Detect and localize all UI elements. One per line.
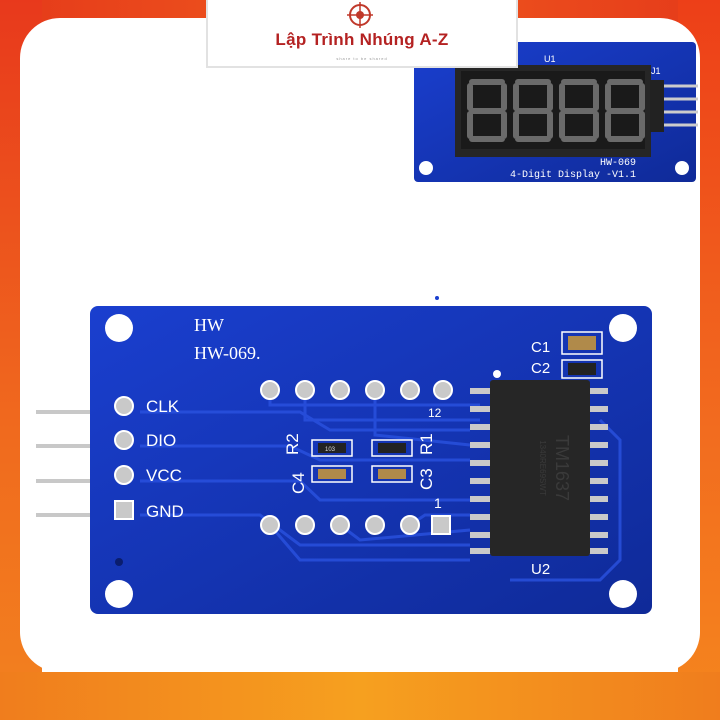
- label-r1: R1: [417, 433, 436, 455]
- brand-logo-box: Lập Trình Nhúng A-Z share to be shared: [206, 0, 518, 68]
- side-pins: [36, 410, 96, 517]
- mounting-hole: [609, 580, 637, 608]
- resistor-code: 103: [325, 447, 336, 453]
- mounting-hole: [419, 161, 433, 175]
- label-hw-069: HW-069.: [194, 343, 261, 363]
- label-c4: C4: [289, 472, 308, 494]
- smd-components: 103: [311, 331, 603, 483]
- via: [115, 558, 123, 566]
- label-c2: C2: [531, 360, 550, 377]
- pin-label-gnd: GND: [146, 502, 184, 521]
- label-12: 12: [428, 406, 442, 420]
- seven-segment-digits: [467, 79, 645, 142]
- chip-marking: TM1637: [552, 435, 572, 501]
- label-hw: HW: [194, 315, 224, 335]
- large-board: CLK DIO VCC GND HW HW-069. 12 1: [36, 306, 652, 614]
- dust-speck: [435, 296, 439, 300]
- display-pads-top: [260, 380, 453, 400]
- digit-3: [559, 79, 599, 142]
- tm1637-chip: TM1637 1340RE69SWT: [470, 370, 608, 556]
- digit-1: [467, 79, 507, 142]
- mounting-hole: [675, 161, 689, 175]
- label-u2: U2: [531, 561, 550, 578]
- brand-title: Lập Trình Nhúng A-Z: [275, 30, 449, 49]
- label-model: HW-069: [600, 158, 636, 169]
- label-1: 1: [434, 495, 442, 511]
- frame-bottom: [0, 672, 720, 720]
- pcb-traces: [140, 390, 622, 582]
- header-pads: [114, 396, 134, 520]
- header-pins: [650, 80, 698, 132]
- brand-tagline: share to be shared: [336, 56, 388, 61]
- label-r2: R2: [283, 433, 302, 455]
- label-caption: 4-Digit Display -V1.1: [510, 169, 636, 181]
- pin-label-clk: CLK: [146, 397, 180, 416]
- label-j1: J1: [651, 66, 661, 76]
- brand-emblem-icon: [347, 2, 373, 28]
- mounting-hole: [105, 580, 133, 608]
- pin-label-vcc: VCC: [146, 466, 182, 485]
- mounting-hole: [609, 314, 637, 342]
- label-c1: C1: [531, 339, 550, 356]
- digit-4: [605, 79, 645, 142]
- label-c3: C3: [417, 468, 436, 490]
- chip-code: 1340RE69SWT: [538, 440, 547, 496]
- display-pads-bottom: [260, 515, 451, 535]
- digit-2: [513, 79, 553, 142]
- mounting-hole: [105, 314, 133, 342]
- label-u1: U1: [544, 54, 556, 64]
- small-board: U1 J1 HW-069 4-Digit Display -V1.1: [414, 42, 698, 182]
- pin-label-dio: DIO: [146, 431, 176, 450]
